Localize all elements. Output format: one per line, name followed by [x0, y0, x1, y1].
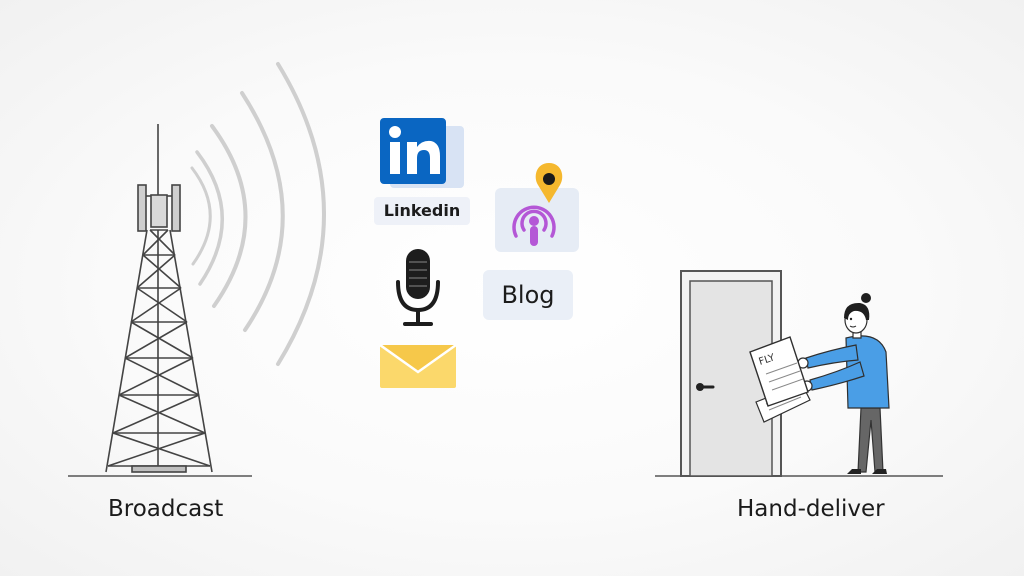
- podcast-icon: [495, 188, 579, 252]
- envelope-icon: [379, 343, 457, 388]
- hand-deliver-caption: Hand-deliver: [737, 496, 885, 522]
- linkedin-icon: [380, 118, 464, 188]
- person-delivering-icon: [797, 293, 890, 474]
- flyer-text: FLY: [758, 352, 778, 368]
- signal-waves-icon: [190, 62, 326, 366]
- microphone-icon: [396, 249, 440, 326]
- flyer-papers-icon: FLY: [749, 336, 811, 423]
- blog-label: Blog: [483, 270, 573, 320]
- location-pin-icon: [535, 163, 563, 203]
- broadcast-caption: Broadcast: [108, 496, 224, 522]
- broadcast-tower-icon: [105, 124, 213, 473]
- linkedin-label: Linkedin: [374, 197, 470, 225]
